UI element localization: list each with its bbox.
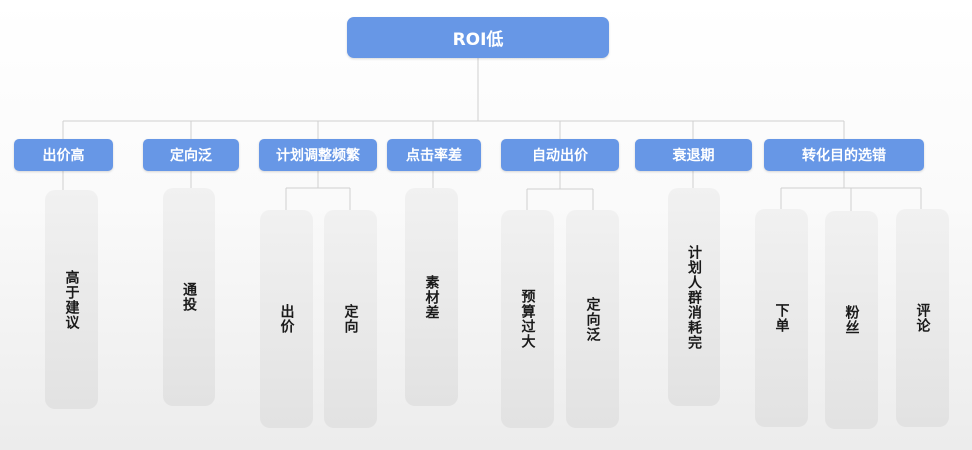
leaf-card: 下单 [755, 209, 808, 427]
category-wrong-conversion-goal: 转化目的选错 [764, 139, 924, 171]
leaf-card: 定向 [324, 210, 377, 428]
leaf-card: 预算过大 [501, 210, 554, 428]
leaf-label: 高于建议 [63, 269, 80, 330]
leaf-label: 粉丝 [843, 305, 860, 335]
leaf-card: 定向泛 [566, 210, 619, 428]
category-decline-period: 衰退期 [635, 139, 752, 171]
leaf-label: 评论 [914, 303, 931, 333]
leaf-label: 出价 [278, 304, 295, 334]
category-bid-high: 出价高 [14, 139, 113, 171]
leaf-card: 高于建议 [45, 190, 98, 409]
category-low-ctr: 点击率差 [387, 139, 481, 171]
leaf-label: 定向泛 [584, 296, 601, 342]
category-auto-bid: 自动出价 [501, 139, 619, 171]
leaf-card: 计划人群消耗完 [668, 188, 720, 406]
leaf-card: 粉丝 [825, 211, 878, 429]
leaf-card: 评论 [896, 209, 949, 427]
category-targeting-broad: 定向泛 [143, 139, 239, 171]
root-node: ROI低 [347, 17, 609, 58]
leaf-label: 计划人群消耗完 [686, 244, 702, 350]
leaf-label: 定向 [342, 304, 359, 334]
leaf-label: 下单 [773, 303, 790, 333]
category-frequent-adjustment: 计划调整频繁 [259, 139, 377, 171]
leaf-card: 出价 [260, 210, 313, 428]
leaf-card: 通投 [163, 188, 215, 406]
leaf-label: 预算过大 [519, 289, 536, 349]
leaf-label: 通投 [181, 282, 197, 312]
leaf-card: 素材差 [405, 188, 458, 406]
leaf-label: 素材差 [423, 274, 440, 320]
